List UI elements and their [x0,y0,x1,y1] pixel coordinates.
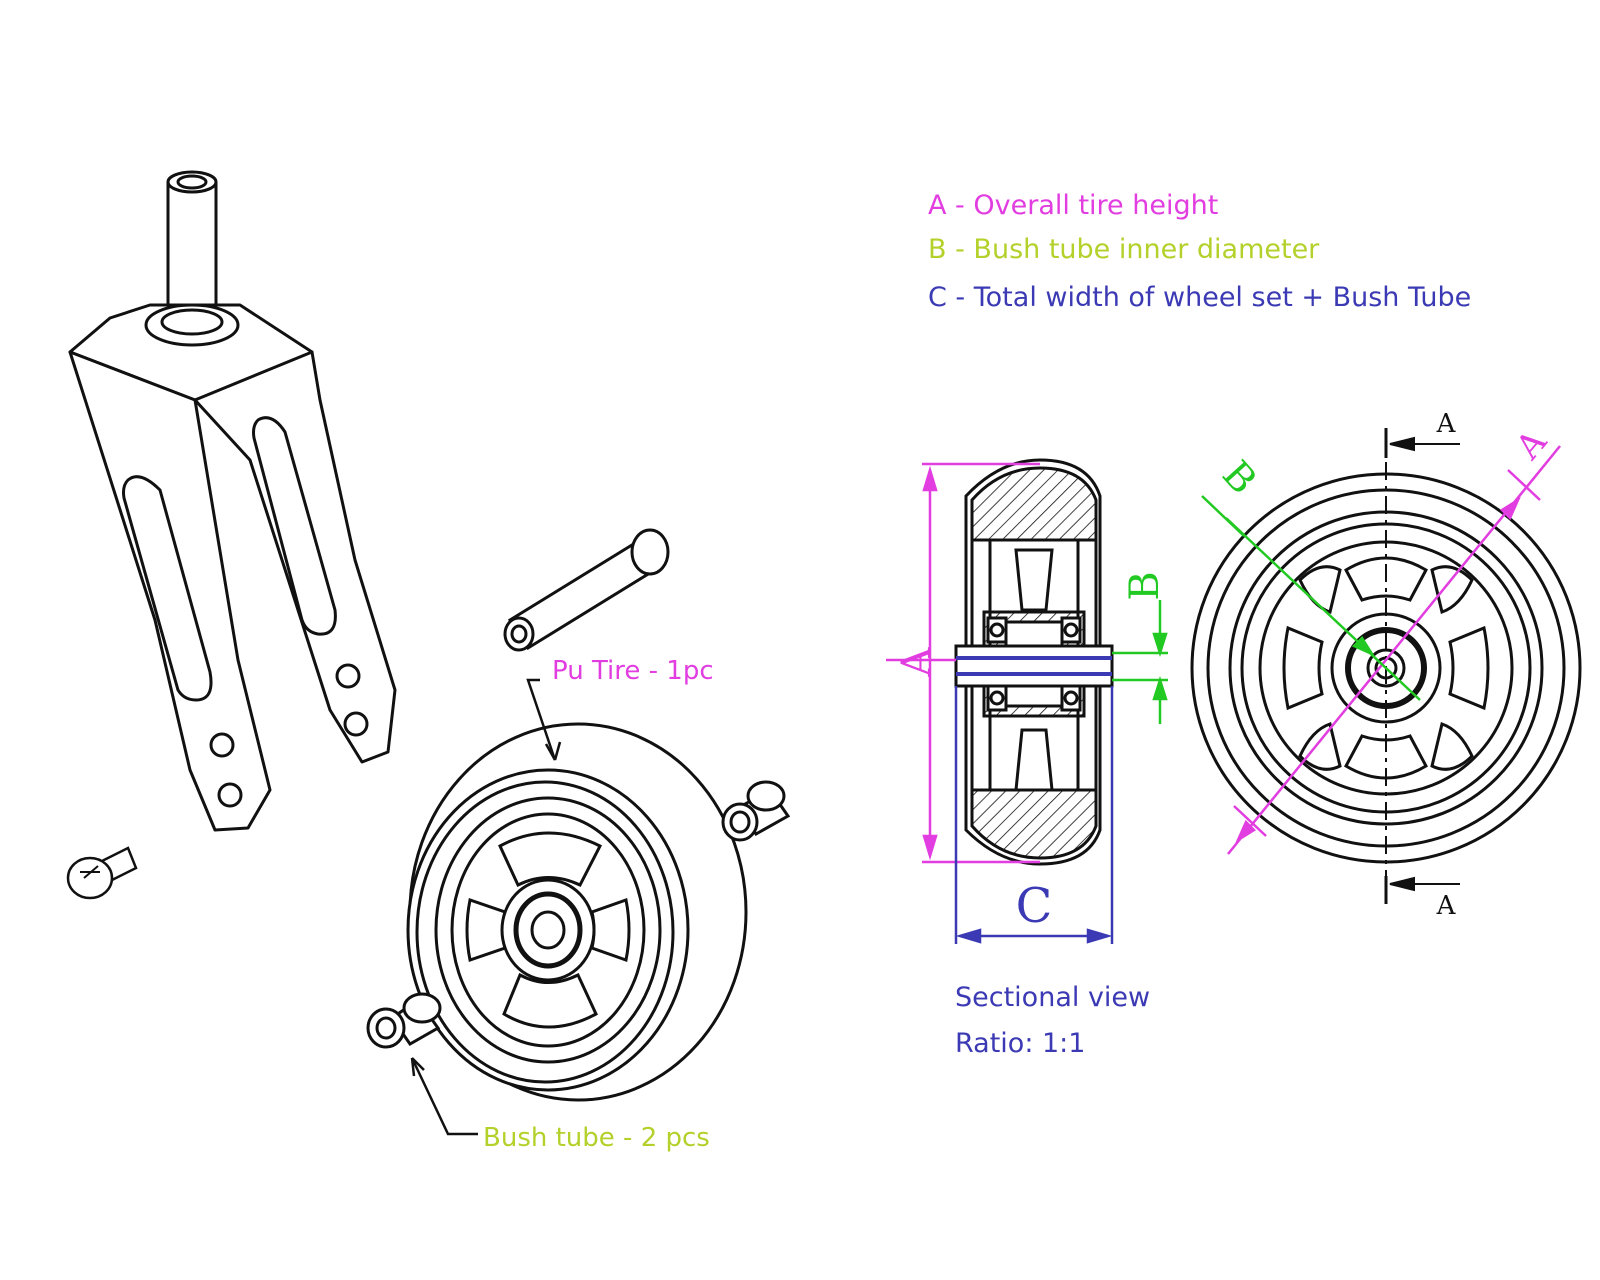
fork-left-slot [122,475,213,702]
legend-a: A - Overall tire height [928,190,1219,221]
leader-lines [410,678,562,1136]
fork-right-slot [252,416,337,636]
dimension-c [954,686,1114,944]
leader-bush-tube [410,1057,478,1136]
front-dimension-b-label: B [1214,452,1265,502]
sectional-view [954,458,1114,866]
callout-bush-tube: Bush tube - 2 pcs [483,1123,710,1153]
front-dimension-b [1201,495,1421,701]
axle-pin [503,528,670,652]
dimension-b-label: B [1122,571,1168,600]
caster-fork [68,170,397,832]
fork-stem [166,178,218,318]
callout-pu-tire: Pu Tire - 1pc [552,656,714,686]
bush-tube-left [366,992,442,1049]
dimension-a-label: A [894,646,940,677]
note-ratio: Ratio: 1:1 [955,1028,1086,1059]
section-bush-tube [954,644,1114,688]
fork-bolt [66,846,138,900]
dimension-c-label: C [1016,878,1053,934]
section-line [1384,428,1460,904]
front-dimension-a [1227,445,1561,855]
section-marker-bottom: A [1436,891,1457,921]
pu-tire-wheel [406,722,748,1102]
section-marker-top: A [1436,409,1457,439]
legend-c: C - Total width of wheel set + Bush Tube [928,282,1472,313]
dimension-a [886,462,1040,864]
note-sectional-view: Sectional view [955,982,1151,1013]
bush-tube-right [721,780,791,842]
legend-b: B - Bush tube inner diameter [928,234,1320,265]
dimension-b [1112,600,1168,724]
leader-pu-tire [526,678,557,761]
